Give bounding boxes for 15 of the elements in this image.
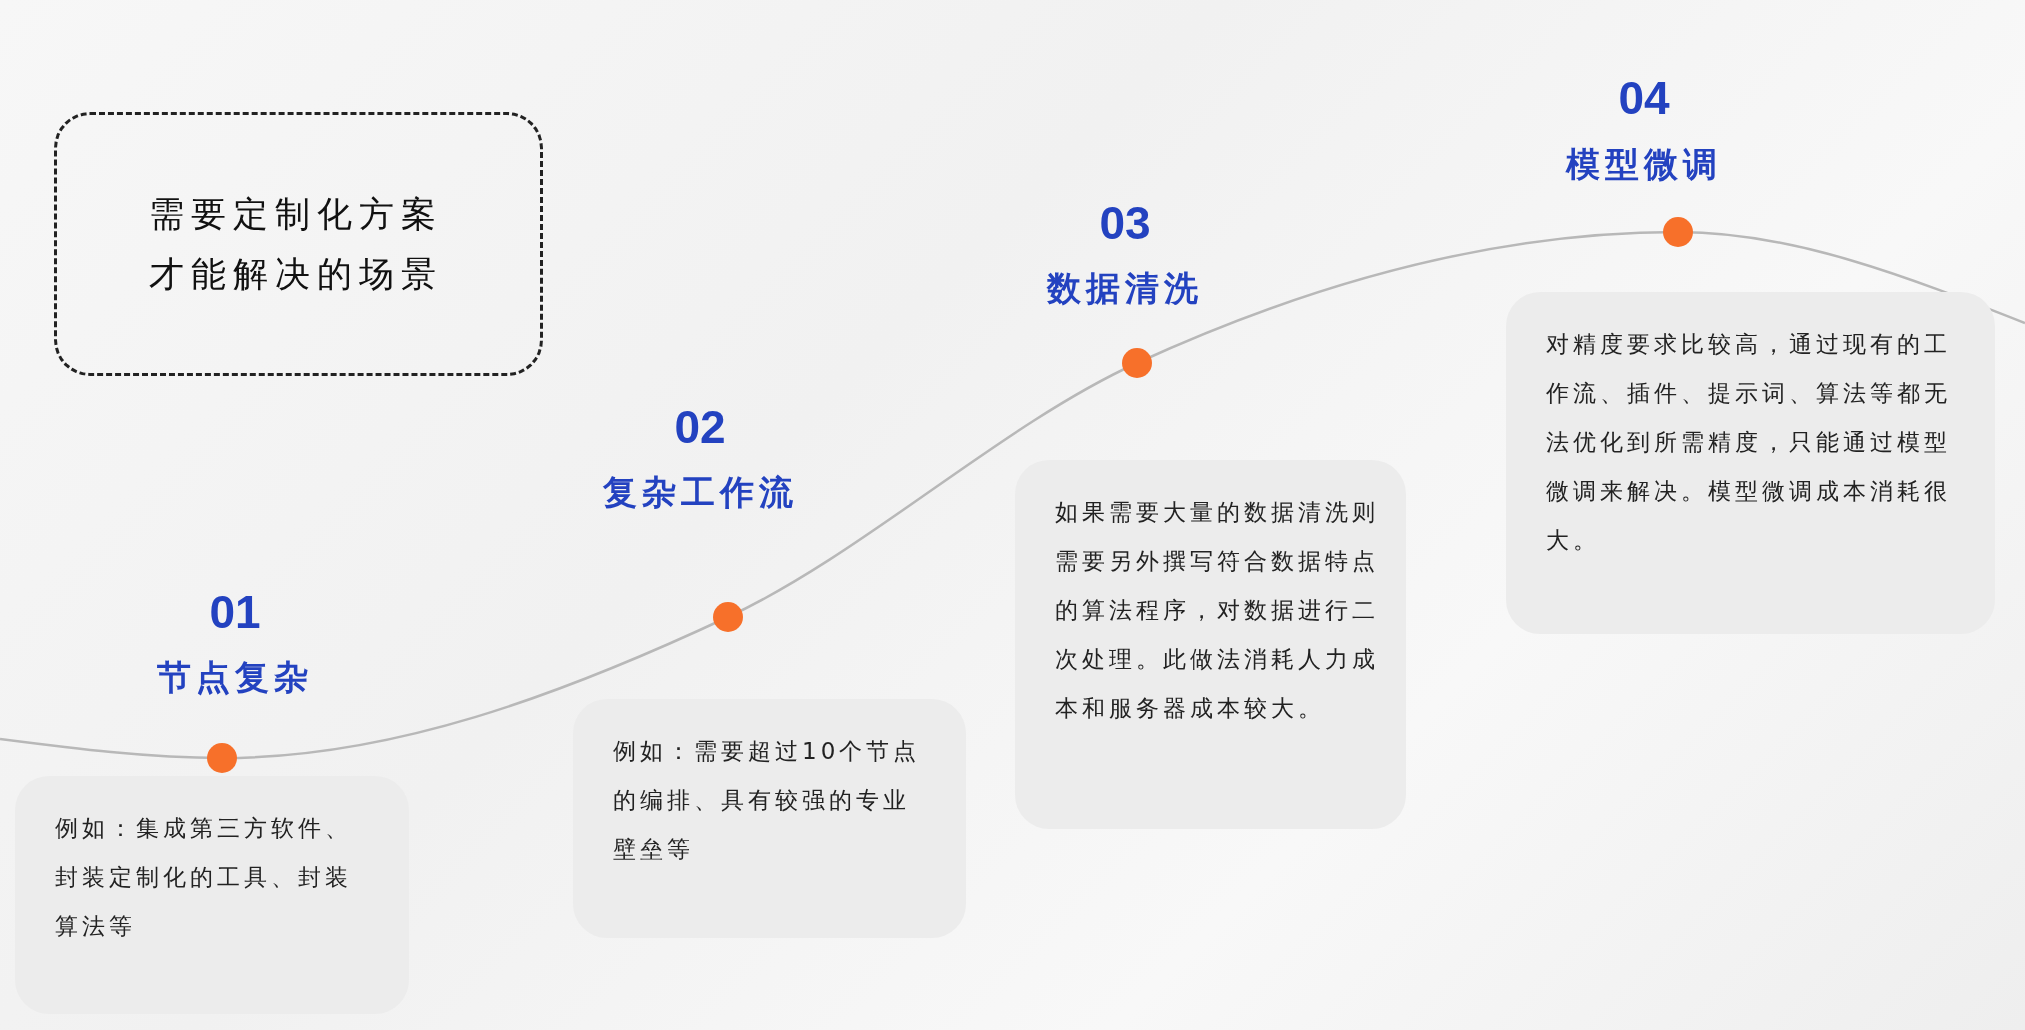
card-text: 对精度要求比较高，通过现有的工作流、插件、提示词、算法等都无法优化到所需精度，只能通过模型微调来解决。模型微调成本消耗很大。 (1546, 330, 1952, 555)
step-title: 数据清洗 (1047, 267, 1203, 310)
card-text: 如果需要大量的数据清洗则需要另外撰写符合数据特点的算法程序，对数据进行二次处理。此做法消耗人力成本和服务器成本较大。 (1055, 498, 1380, 723)
step-number: 02 (674, 400, 726, 454)
step-title: 节点复杂 (157, 656, 313, 699)
dashed-box (54, 112, 543, 376)
step-title: 复杂工作流 (602, 471, 798, 514)
card-text: 例如：需要超过10个节点的编排、具有较强的专业壁垒等 (613, 737, 922, 864)
step-card (1506, 292, 1995, 634)
card-text: 例如：集成第三方软件、封装定制化的工具、封装算法等 (55, 814, 353, 941)
step-title: 模型微调 (1566, 143, 1722, 186)
step-number: 01 (209, 585, 261, 639)
box-text: 需要定制化方案才能解决的场景 (148, 193, 444, 296)
step-number: 04 (1618, 71, 1670, 125)
step-number: 03 (1099, 196, 1151, 250)
